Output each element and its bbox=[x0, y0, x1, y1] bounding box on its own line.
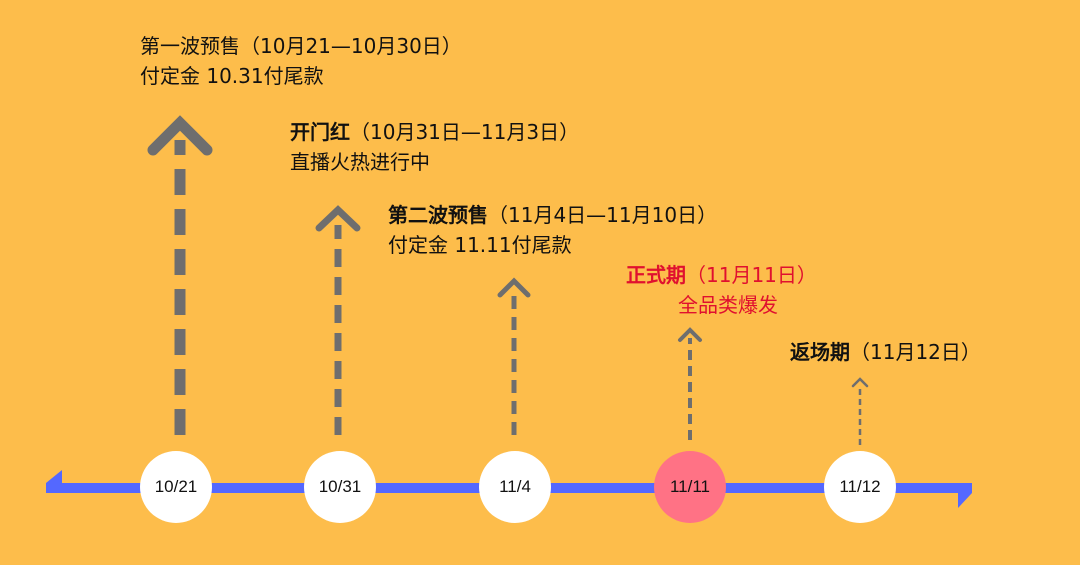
date-node-highlighted: 11/11 bbox=[654, 451, 726, 523]
phase-title: 返场期 bbox=[790, 340, 850, 364]
phase-title: 第一波预售 bbox=[140, 34, 240, 58]
phase-label-official: 正式期（11月11日） 全品类爆发 bbox=[626, 260, 817, 320]
arrow-up-icon bbox=[147, 115, 213, 435]
phase-period: （11月11日） bbox=[686, 263, 817, 287]
phase-note: 付定金 11.11付尾款 bbox=[388, 233, 572, 257]
date-node: 11/12 bbox=[824, 451, 896, 523]
date-node: 10/31 bbox=[304, 451, 376, 523]
arrow-up-icon bbox=[851, 377, 869, 445]
phase-label-presale-1: 第一波预售（10月21—10月30日） 付定金 10.31付尾款 bbox=[140, 31, 462, 91]
phase-note: 付定金 10.31付尾款 bbox=[140, 64, 324, 88]
phase-note: 全品类爆发 bbox=[678, 293, 778, 317]
date-node: 10/21 bbox=[140, 451, 212, 523]
phase-title: 正式期 bbox=[626, 263, 686, 287]
phase-label-opening: 开门红（10月31日—11月3日） 直播火热进行中 bbox=[290, 117, 579, 177]
phase-title: 开门红 bbox=[290, 120, 350, 144]
phase-period: （10月21—10月30日） bbox=[240, 34, 462, 58]
date-node: 11/4 bbox=[479, 451, 551, 523]
arrow-up-icon bbox=[497, 277, 531, 435]
phase-label-presale-2: 第二波预售（11月4日—11月10日） 付定金 11.11付尾款 bbox=[388, 200, 717, 260]
phase-label-encore: 返场期（11月12日） bbox=[790, 337, 981, 367]
phase-title: 第二波预售 bbox=[388, 203, 488, 227]
phase-period: （11月12日） bbox=[850, 340, 981, 364]
arrow-up-icon bbox=[678, 327, 702, 440]
phase-note: 直播火热进行中 bbox=[290, 150, 430, 174]
phase-period: （10月31日—11月3日） bbox=[350, 120, 580, 144]
arrow-up-icon bbox=[315, 205, 361, 435]
phase-period: （11月4日—11月10日） bbox=[488, 203, 718, 227]
